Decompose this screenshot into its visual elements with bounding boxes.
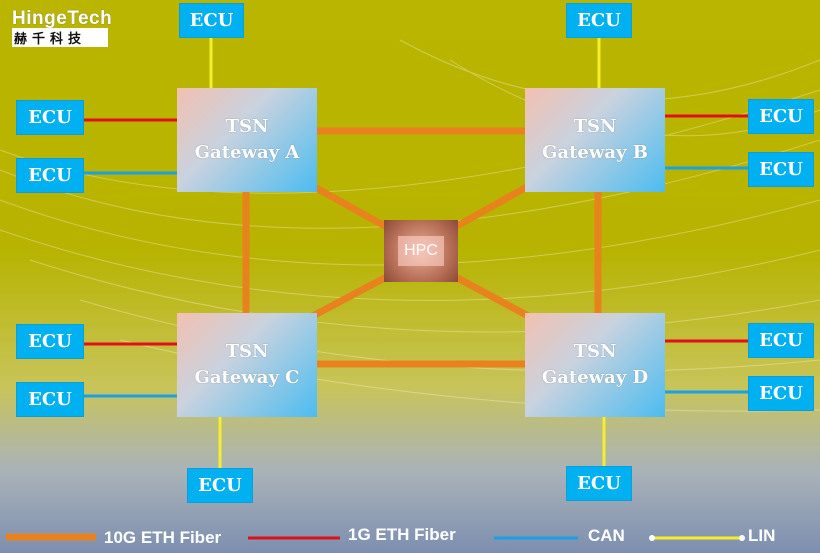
gateway-b-line1: TSN [573, 116, 617, 137]
gateway-c-line2: Gateway C [194, 367, 300, 388]
ecu-a-can: ECU [16, 158, 84, 193]
ecu-c-eth: ECU [16, 324, 84, 359]
legend-lin-dot-right [739, 535, 745, 541]
tsn-gateway-a: TSN Gateway A [177, 88, 317, 192]
ecu-d-can: ECU [748, 376, 814, 411]
gateway-a-line1: TSN [225, 116, 269, 137]
legend-lin-label: LIN [748, 526, 776, 545]
legend-eth1g-label: 1G ETH Fiber [348, 525, 456, 544]
ecu-bottom-d: ECU [566, 466, 632, 501]
hpc-node: HPC [384, 220, 458, 282]
gateway-b-line2: Gateway B [542, 142, 648, 163]
eth1g-links [84, 114, 748, 346]
eth10g-links [242, 127, 602, 368]
tsn-gateway-d: TSN Gateway D [525, 313, 665, 417]
logo-brand: HingeTech [12, 8, 113, 29]
gateway-a-line2: Gateway A [194, 142, 300, 163]
lin-links [209, 38, 606, 468]
tsn-gateway-c: TSN Gateway C [177, 313, 317, 417]
can-links [84, 166, 748, 398]
ecu-b-eth: ECU [748, 99, 814, 134]
gateway-d-line2: Gateway D [541, 367, 649, 388]
ecu-top-b: ECU [566, 3, 632, 38]
logo-subtitle: 赫千科技 [12, 28, 108, 47]
legend-can-label: CAN [588, 526, 625, 545]
company-logo: HingeTech 赫千科技 [12, 8, 112, 47]
gateway-d-line1: TSN [573, 341, 617, 362]
ecu-bottom-c: ECU [187, 468, 253, 503]
ecu-top-a: ECU [179, 3, 244, 38]
ecu-c-can: ECU [16, 382, 84, 417]
hpc-label: HPC [398, 236, 444, 266]
legend-eth10g-label: 10G ETH Fiber [104, 528, 222, 547]
legend-lin-dot-left [649, 535, 655, 541]
ecu-d-eth: ECU [748, 323, 814, 358]
ecu-b-can: ECU [748, 152, 814, 187]
ecu-a-eth: ECU [16, 100, 84, 135]
tsn-gateway-b: TSN Gateway B [525, 88, 665, 192]
gateway-c-line1: TSN [225, 341, 269, 362]
